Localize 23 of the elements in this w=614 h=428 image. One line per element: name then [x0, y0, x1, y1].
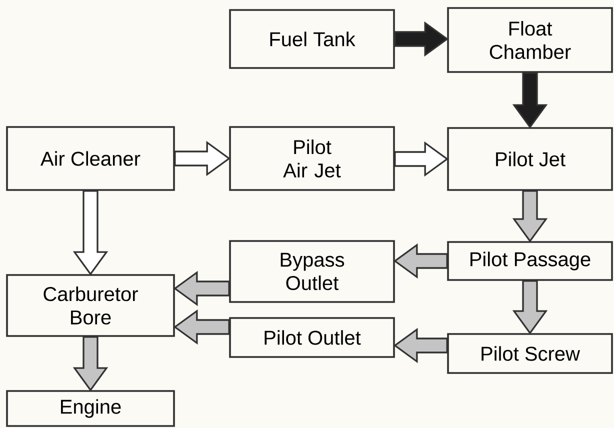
process-box: Carburetor Bore — [6, 274, 175, 337]
arrow — [512, 190, 548, 242]
process-box: Float Chamber — [447, 7, 613, 73]
process-box: Pilot Outlet — [229, 317, 395, 358]
arrow — [512, 72, 548, 128]
arrow — [72, 190, 108, 276]
process-box: Engine — [6, 390, 175, 427]
process-box: Pilot Jet — [447, 127, 613, 191]
process-box: Fuel Tank — [229, 9, 395, 69]
arrow — [72, 336, 108, 392]
arrow — [512, 280, 548, 334]
process-box: Pilot Air Jet — [229, 126, 395, 191]
process-box: Pilot Screw — [447, 333, 613, 374]
arrow — [174, 140, 230, 176]
process-box: Bypass Outlet — [229, 240, 395, 303]
process-box: Pilot Passage — [447, 241, 613, 281]
process-box: Air Cleaner — [6, 126, 175, 191]
arrow — [174, 309, 230, 345]
arrow — [394, 21, 448, 57]
arrow — [394, 141, 448, 177]
arrow — [394, 243, 448, 279]
arrow — [394, 328, 448, 364]
arrow — [174, 270, 230, 306]
